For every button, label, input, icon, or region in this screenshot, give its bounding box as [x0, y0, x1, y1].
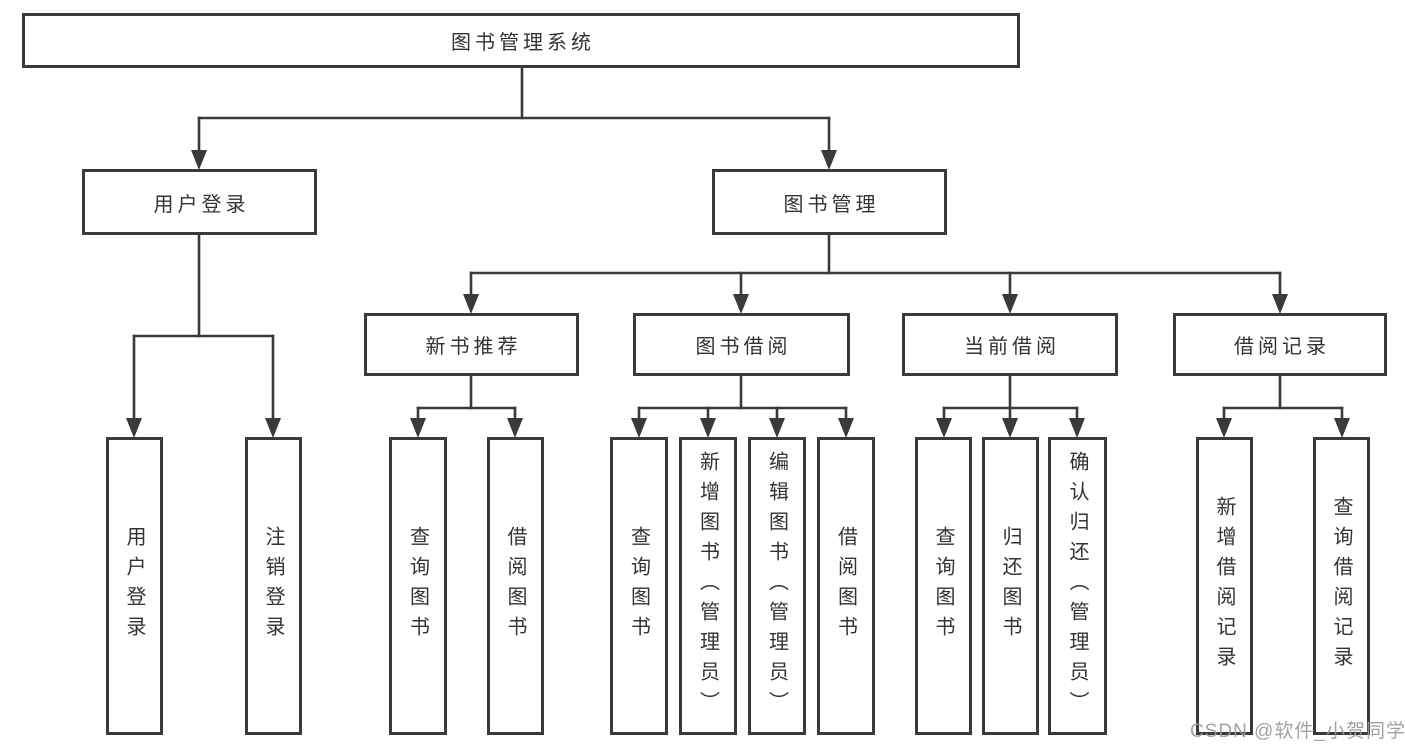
node-leaf-add-borrow-record: 新增借阅记录	[1196, 437, 1253, 735]
node-label: 新增借阅记录	[1213, 496, 1235, 676]
node-current-borrowing: 当前借阅	[902, 313, 1118, 376]
node-label: 查询图书	[406, 526, 429, 646]
arrow-heads	[126, 150, 1350, 438]
node-label: 用户登录	[123, 526, 145, 646]
node-label: 用户登录	[153, 193, 250, 216]
node-leaf-logout: 注销登录	[245, 437, 302, 735]
node-leaf-return-books: 归还图书	[982, 437, 1039, 735]
node-label: 归还图书	[999, 526, 1021, 646]
node-label: 编辑图书（管理员）	[765, 451, 788, 721]
node-label: 图书管理	[783, 193, 880, 216]
node-leaf-add-books-admin: 新增图书（管理员）	[679, 437, 737, 735]
node-leaf-query-books-recommend: 查询图书	[389, 437, 447, 735]
node-label: 借阅图书	[504, 526, 526, 646]
csdn-watermark: CSDN @软件_小贺同学	[1190, 721, 1405, 742]
node-borrowing-records: 借阅记录	[1173, 313, 1387, 376]
node-user-login: 用户登录	[82, 169, 317, 235]
stem-lines	[197, 67, 1282, 410]
node-leaf-confirm-return-admin: 确认归还（管理员）	[1048, 437, 1107, 735]
node-leaf-query-borrow-record: 查询借阅记录	[1313, 437, 1370, 735]
node-label: 图书借阅	[695, 336, 792, 358]
node-book-borrowing: 图书借阅	[633, 313, 850, 376]
node-leaf-query-books-current: 查询图书	[915, 437, 972, 735]
node-label: 注销登录	[262, 526, 284, 646]
node-label: 借阅记录	[1234, 336, 1330, 358]
node-label: 图书管理系统	[451, 32, 595, 54]
node-label: 查询借阅记录	[1330, 496, 1352, 676]
node-label: 确认归还（管理员）	[1066, 451, 1088, 721]
node-label: 借阅图书	[834, 526, 857, 646]
node-leaf-user-login: 用户登录	[106, 437, 163, 735]
node-leaf-edit-books-admin: 编辑图书（管理员）	[748, 437, 806, 735]
node-label: 当前借阅	[964, 336, 1060, 358]
node-new-book-recommendation: 新书推荐	[364, 313, 579, 376]
node-label: 新书推荐	[425, 336, 522, 358]
node-leaf-query-books-borrow: 查询图书	[610, 437, 668, 735]
node-label: 新增图书（管理员）	[696, 451, 719, 721]
node-book-management: 图书管理	[712, 169, 947, 235]
node-leaf-borrow-books-recommend: 借阅图书	[487, 437, 544, 735]
node-book-management-system: 图书管理系统	[22, 13, 1020, 68]
node-leaf-borrow-books: 借阅图书	[817, 437, 875, 735]
node-label: 查询图书	[627, 526, 650, 646]
node-label: 查询图书	[932, 526, 954, 646]
